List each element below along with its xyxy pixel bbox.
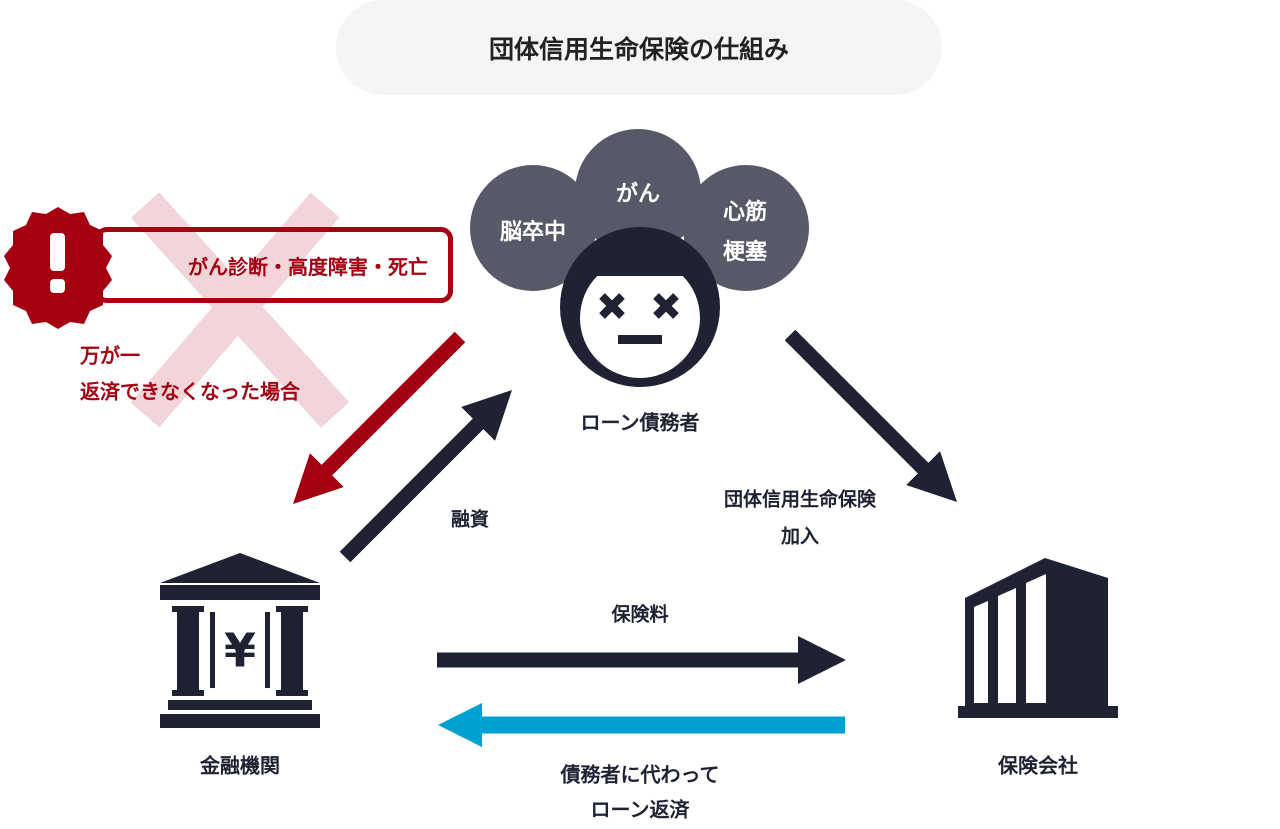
- exclamation-icon: [4, 207, 112, 329]
- bubble-heart-line2: 梗塞: [722, 239, 768, 265]
- page-title: 団体信用生命保険の仕組み: [336, 0, 942, 95]
- repay-label-line1: 債務者に代わって: [560, 762, 720, 787]
- join-label-line2: 加入: [780, 525, 820, 548]
- join-label-line1: 団体信用生命保険: [723, 488, 877, 511]
- loan-label: 融資: [450, 508, 490, 531]
- insurer-label: 保険会社: [998, 753, 1078, 778]
- bank-label: 金融機関: [200, 753, 280, 778]
- bubble-cancer: がん: [615, 181, 661, 207]
- bubble-heart-line1: 心筋: [722, 199, 768, 225]
- disease-bubbles: [470, 129, 809, 291]
- claim-arrow: [293, 331, 466, 504]
- cross-mark-icon: [130, 192, 350, 428]
- bubble-stroke: 脳卒中: [499, 219, 567, 245]
- warning-caption-line2: 返済できなくなった場合: [80, 379, 300, 404]
- yen-symbol: ¥: [223, 623, 257, 678]
- premium-label: 保険料: [611, 603, 669, 626]
- warning-label: がん診断・高度障害・死亡: [95, 227, 453, 303]
- join-arrow: [784, 329, 957, 502]
- loan-arrow: [339, 390, 512, 563]
- warning-caption-line1: 万が一: [80, 343, 140, 368]
- borrower-label: ローン債務者: [580, 410, 700, 435]
- repay-label-line2: ローン返済: [590, 797, 690, 822]
- bank-yen-icon: [160, 553, 320, 728]
- building-icon: [958, 558, 1118, 718]
- dead-face-icon: [560, 227, 720, 387]
